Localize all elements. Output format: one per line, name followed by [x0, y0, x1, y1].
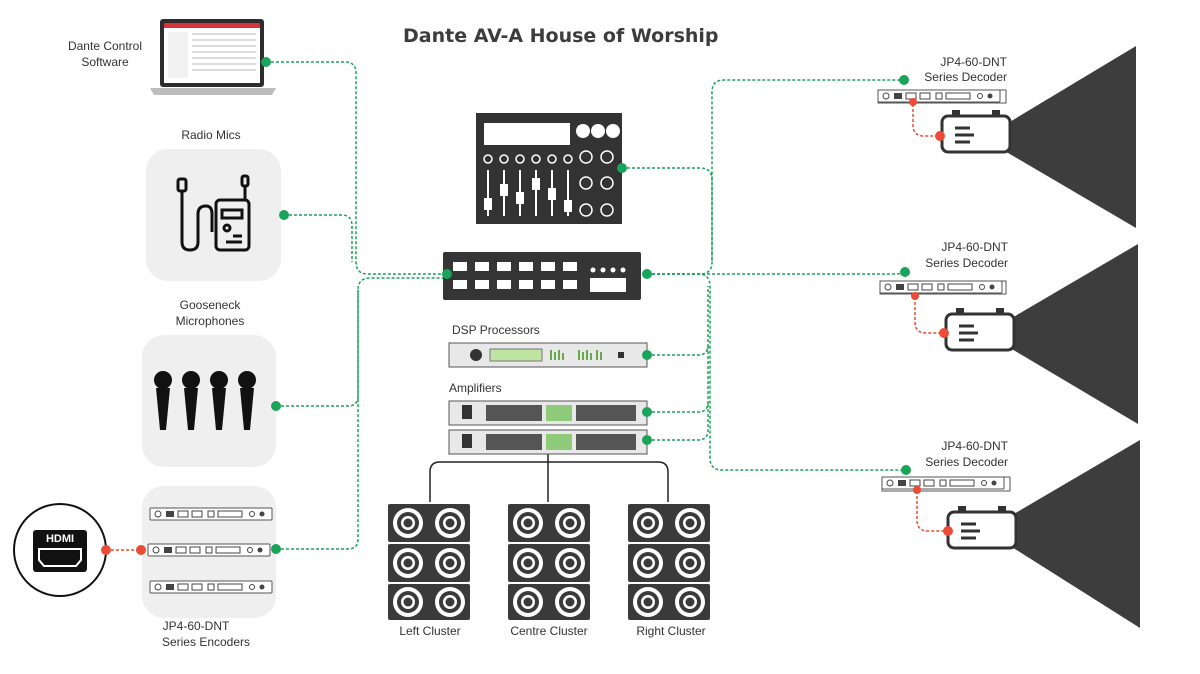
speaker-cables	[429, 452, 669, 502]
left-cluster-label: Left Cluster	[399, 624, 460, 638]
right-cluster-speakers	[628, 504, 710, 620]
dante-control-label-2: Software	[81, 55, 129, 69]
decoder-1-label-1: JP4-60-DNT	[940, 55, 1007, 69]
radio-mics-label: Radio Mics	[181, 128, 240, 142]
decoder-2-label-1: JP4-60-DNT	[941, 240, 1008, 254]
encoders-label-2: Series Encoders	[162, 635, 250, 649]
decoder-1-label-2: Series Decoder	[924, 70, 1007, 84]
dante-connection-dots	[261, 57, 911, 554]
hdmi-connection-dots	[101, 98, 953, 555]
projector-2	[944, 244, 1138, 424]
hdmi-port-icon	[38, 548, 82, 567]
encoders-label-1: JP4-60-DNT	[163, 619, 230, 633]
decoder-2-label-2: Series Decoder	[925, 256, 1008, 270]
decoder-1-unit	[877, 89, 1001, 103]
radio-mics-panel	[146, 149, 281, 281]
diagram-title: Dante AV-A House of Worship	[403, 25, 719, 47]
hdmi-logo-text: HDMI	[46, 533, 74, 545]
amplifier-unit	[448, 429, 648, 455]
dsp-label: DSP Processors	[452, 323, 540, 337]
radio-mic-icon	[176, 174, 251, 252]
centre-cluster-label: Centre Cluster	[510, 624, 587, 638]
encoders-panel	[142, 486, 276, 618]
projector-3	[946, 440, 1140, 628]
decoder-3-unit	[881, 476, 1005, 490]
encoder-unit	[149, 580, 273, 594]
mixing-console	[476, 113, 622, 224]
dsp-processor	[448, 342, 648, 368]
dante-network-lines	[266, 61, 906, 550]
gooseneck-label-1: Gooseneck	[180, 298, 242, 312]
hdmi-lines	[106, 104, 948, 551]
decoder-3-label-1: JP4-60-DNT	[941, 439, 1008, 453]
decoder-2-unit	[879, 280, 1003, 294]
encoder-unit	[149, 507, 273, 521]
amplifiers-label: Amplifiers	[449, 381, 502, 395]
hdmi-source: HDMI	[13, 503, 107, 597]
amplifier-unit	[448, 400, 648, 426]
laptop-icon	[150, 19, 276, 95]
gooseneck-label-2: Microphones	[176, 314, 245, 328]
left-cluster-speakers	[388, 504, 470, 620]
centre-cluster-speakers	[508, 504, 590, 620]
projector-1	[940, 46, 1136, 228]
right-cluster-label: Right Cluster	[636, 624, 705, 638]
decoder-3-label-2: Series Decoder	[925, 455, 1008, 469]
dante-control-label-1: Dante Control	[68, 39, 142, 53]
handheld-microphone-icon	[154, 371, 256, 430]
encoder-unit	[147, 543, 271, 557]
network-switch	[443, 252, 641, 300]
gooseneck-panel	[142, 335, 276, 467]
